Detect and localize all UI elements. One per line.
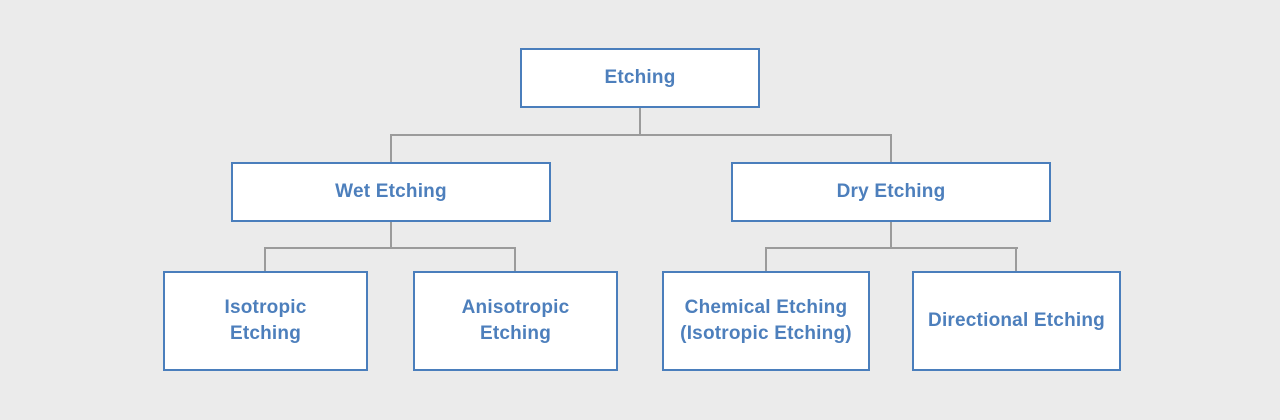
connector-anisotropic-drop: [514, 247, 516, 271]
node-wet-etching: Wet Etching: [231, 162, 551, 222]
node-wet-etching-label: Wet Etching: [335, 180, 447, 202]
node-isotropic-etching-label: Isotropic Etching: [224, 296, 307, 344]
connector-dry-children-rail: [765, 247, 1018, 249]
connector-directional-drop: [1015, 247, 1017, 271]
node-anisotropic-etching-label: Anisotropic Etching: [461, 296, 570, 344]
connector-isotropic-drop: [264, 247, 266, 271]
node-etching-label: Etching: [604, 66, 676, 88]
connector-chemical-drop: [765, 247, 767, 271]
connector-wet-children-rail: [264, 247, 516, 249]
connector-wet-drop: [390, 134, 392, 162]
node-etching: Etching: [520, 48, 760, 108]
node-chemical-etching-label: Chemical Etching (Isotropic Etching): [680, 296, 852, 344]
node-anisotropic-etching: Anisotropic Etching: [413, 271, 618, 371]
node-dry-etching-label: Dry Etching: [836, 180, 946, 202]
node-dry-etching: Dry Etching: [731, 162, 1051, 222]
connector-root-stem: [639, 108, 641, 136]
connector-dry-stem: [890, 222, 892, 248]
node-directional-etching-label: Directional Etching: [928, 309, 1105, 331]
connector-dry-drop: [890, 134, 892, 162]
connector-level2-rail: [390, 134, 892, 136]
node-chemical-etching: Chemical Etching (Isotropic Etching): [662, 271, 870, 371]
node-directional-etching: Directional Etching: [912, 271, 1121, 371]
connector-wet-stem: [390, 222, 392, 248]
node-isotropic-etching: Isotropic Etching: [163, 271, 368, 371]
